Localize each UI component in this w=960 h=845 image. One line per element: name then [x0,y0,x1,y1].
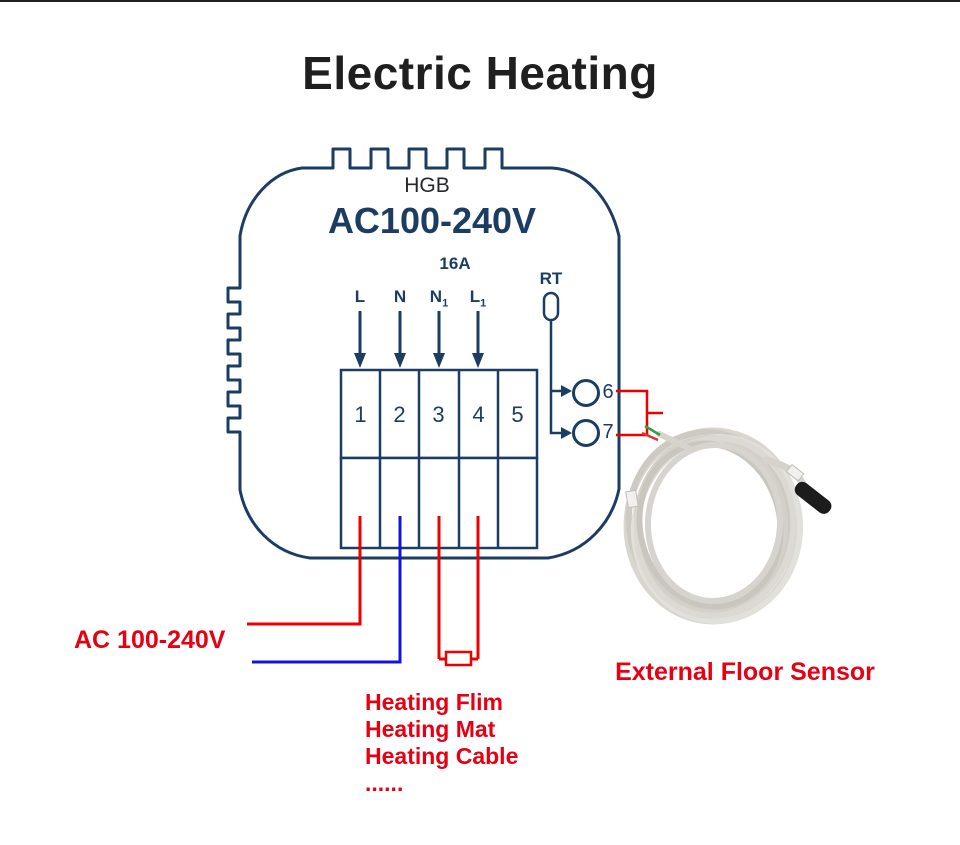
terminal-label-n1: N1 [419,287,459,309]
rt-arrow-6 [561,385,572,397]
live-wire [247,516,362,626]
heating-element [444,650,473,667]
terminal-label-n-text: N [393,287,407,306]
terminal-7-label: 7 [602,421,614,443]
terminal-2-label: 2 [393,402,406,427]
sensor-lead-red [641,431,659,442]
terminal-label-l-text: L [354,287,366,306]
terminal-7-circle [572,419,600,447]
page-title: Electric Heating [302,47,658,99]
cable-tie-2 [625,489,639,509]
terminal-6-circle [572,379,600,407]
terminal-label-n: N [380,287,420,309]
sensor-probe [794,481,832,514]
sensor-bracket-wire [616,389,663,437]
terminal-3-label: 3 [432,402,445,427]
terminal-6-label: 6 [602,381,614,403]
arrow-l1-head [472,353,484,368]
arrow-l-head [354,353,366,368]
sensor-lead-green [644,424,661,437]
sensor-cable-coil [623,427,804,625]
power-supply-label: AC 100-240V [74,626,226,654]
terminal-label-n1-text: N [429,287,443,306]
heating-type-film: Heating Flim [365,689,504,715]
rt-lead-line [549,320,561,435]
input-arrows [354,311,484,368]
arrow-n-head [394,353,406,368]
heating-type-etc: ...... [365,770,404,796]
rt-label: RT [539,269,563,288]
terminal-block-upper [339,368,539,460]
terminal-dividers [378,370,500,548]
thermostat-current-rating: 16A [439,254,471,273]
terminal-label-l1-sub: 1 [480,297,487,310]
heating-type-cable: Heating Cable [365,743,519,769]
terminal-1-label: 1 [354,402,367,427]
terminal-4-label: 4 [472,402,485,427]
thermostat-model: HGB [404,174,450,197]
terminal-5-label: 5 [511,402,524,427]
terminal-label-l: L [340,287,380,309]
rt-arrow-7 [561,427,572,439]
external-floor-sensor-label: External Floor Sensor [615,658,875,686]
external-floor-sensor [623,424,832,625]
terminal-label-l1-text: L [469,287,481,306]
rt-probe-icon [542,291,560,322]
thermostat-voltage: AC100-240V [327,200,537,241]
arrow-n1-head [433,353,445,368]
sensor-cable-end [656,431,693,452]
heating-types-list: Heating Flim Heating Mat Heating Cable .… [365,689,518,797]
cable-tie [785,463,805,482]
neutral-wire [252,516,402,664]
heating-type-mat: Heating Mat [365,716,496,742]
terminal-label-n1-sub: 1 [442,297,449,310]
terminal-label-l1: L1 [458,287,498,309]
